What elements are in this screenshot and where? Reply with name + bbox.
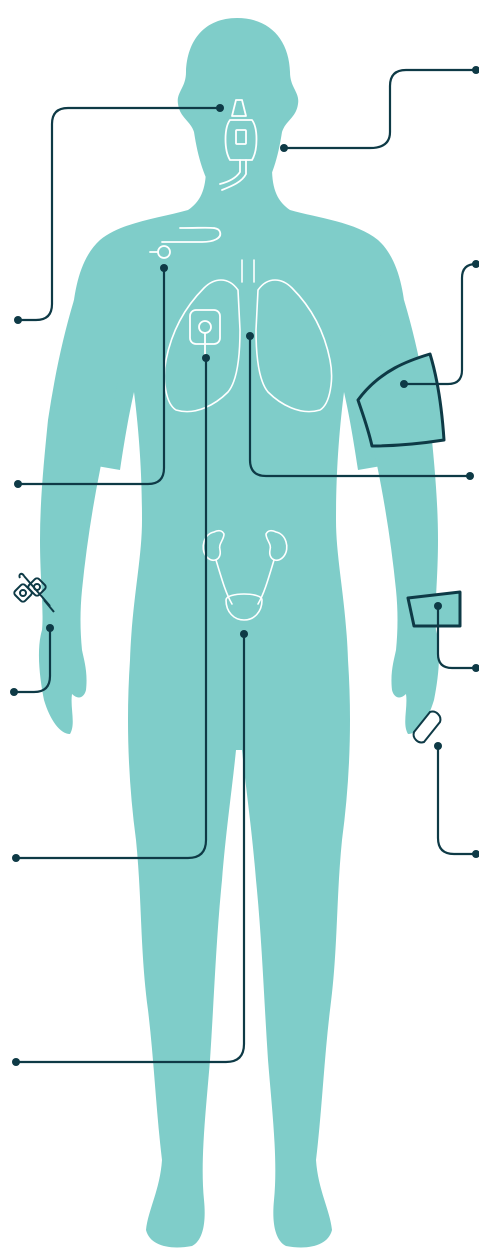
dot-central-line bbox=[160, 264, 168, 272]
leader-oximeter-right bbox=[438, 746, 476, 854]
dot-cuff bbox=[400, 380, 408, 388]
dot-iv-end bbox=[10, 688, 18, 696]
dot-face-end bbox=[472, 66, 479, 74]
dot-nose-end bbox=[14, 316, 22, 324]
dot-cuff-end bbox=[472, 260, 479, 268]
dot-iv bbox=[46, 624, 54, 632]
dot-bladder-end bbox=[12, 1058, 20, 1066]
wrist-band-icon bbox=[408, 592, 460, 626]
dot-wrist-end bbox=[472, 664, 479, 672]
dot-central-line-end bbox=[14, 480, 22, 488]
dot-nose bbox=[216, 104, 224, 112]
leader-face-right bbox=[284, 70, 476, 148]
torso-and-legs bbox=[60, 168, 418, 1247]
dot-oximeter bbox=[434, 742, 442, 750]
dot-face bbox=[280, 144, 288, 152]
dot-bladder bbox=[240, 630, 248, 638]
dot-lungs bbox=[246, 332, 254, 340]
dot-electrode-end bbox=[12, 854, 20, 862]
dot-electrode bbox=[202, 354, 210, 362]
dot-lungs-end bbox=[466, 472, 474, 480]
dot-wrist bbox=[434, 602, 442, 610]
dot-oximeter-end bbox=[472, 850, 479, 858]
